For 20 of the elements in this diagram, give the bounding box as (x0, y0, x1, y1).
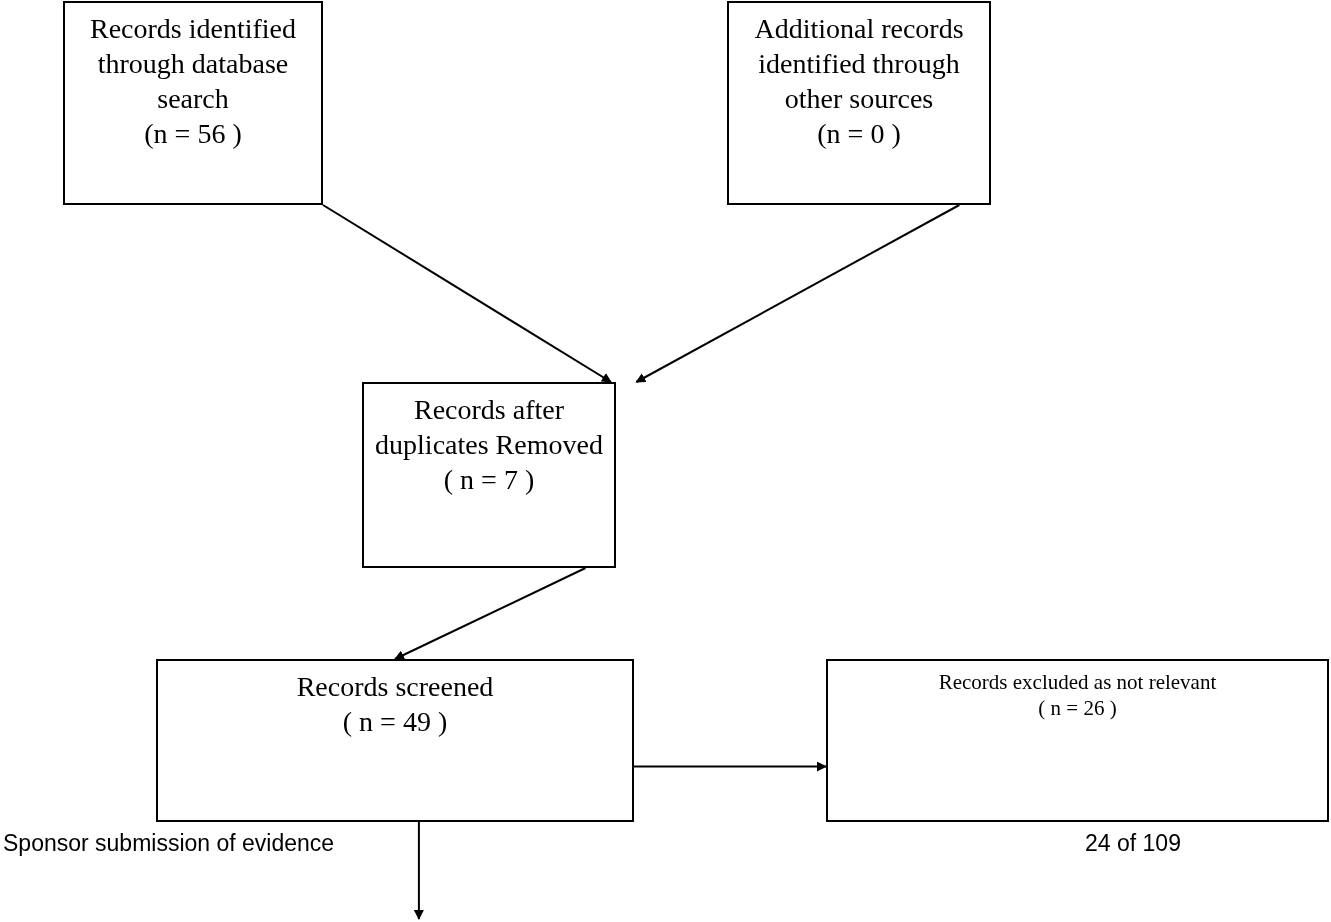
box-text: ( n = 49 ) (342, 705, 448, 739)
arrow (633, 761, 827, 772)
box-text: ( n = 26 ) (1038, 695, 1117, 722)
box-text: Records excluded as not relevant (938, 669, 1217, 696)
box-text: Records identified through database search (88, 12, 298, 116)
process-box (63, 1, 323, 205)
box-text: (n = 0 ) (817, 117, 901, 151)
box-text: Records screened (296, 670, 494, 704)
box-text: (n = 56 ) (144, 117, 242, 151)
process-box (362, 382, 616, 568)
process-box (156, 659, 634, 822)
box-text: ( n = 7 ) (443, 463, 535, 497)
arrow (322, 204, 612, 383)
process-box (727, 1, 991, 205)
process-box (826, 659, 1329, 822)
box-text: Records after duplicates Removed (374, 393, 604, 462)
arrow (394, 567, 587, 660)
box-text: Additional records identified through other sources (753, 12, 965, 116)
arrow (635, 204, 961, 383)
arrow (413, 821, 424, 920)
